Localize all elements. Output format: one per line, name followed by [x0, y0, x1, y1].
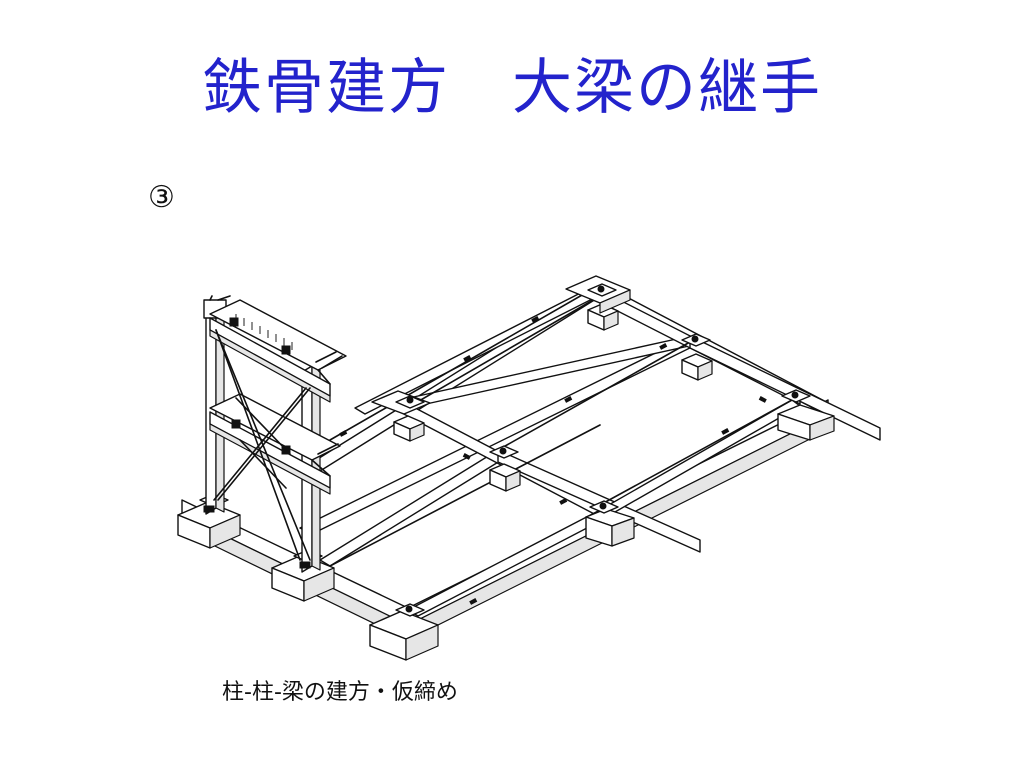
- erected-frame: [203, 295, 347, 573]
- step-number: ③: [148, 180, 175, 215]
- foundation-beams: [181, 282, 881, 641]
- slide-title: 鉄骨建方 大梁の継手: [202, 53, 822, 123]
- diagram-caption: 柱-柱-梁の建方・仮締め: [222, 680, 458, 705]
